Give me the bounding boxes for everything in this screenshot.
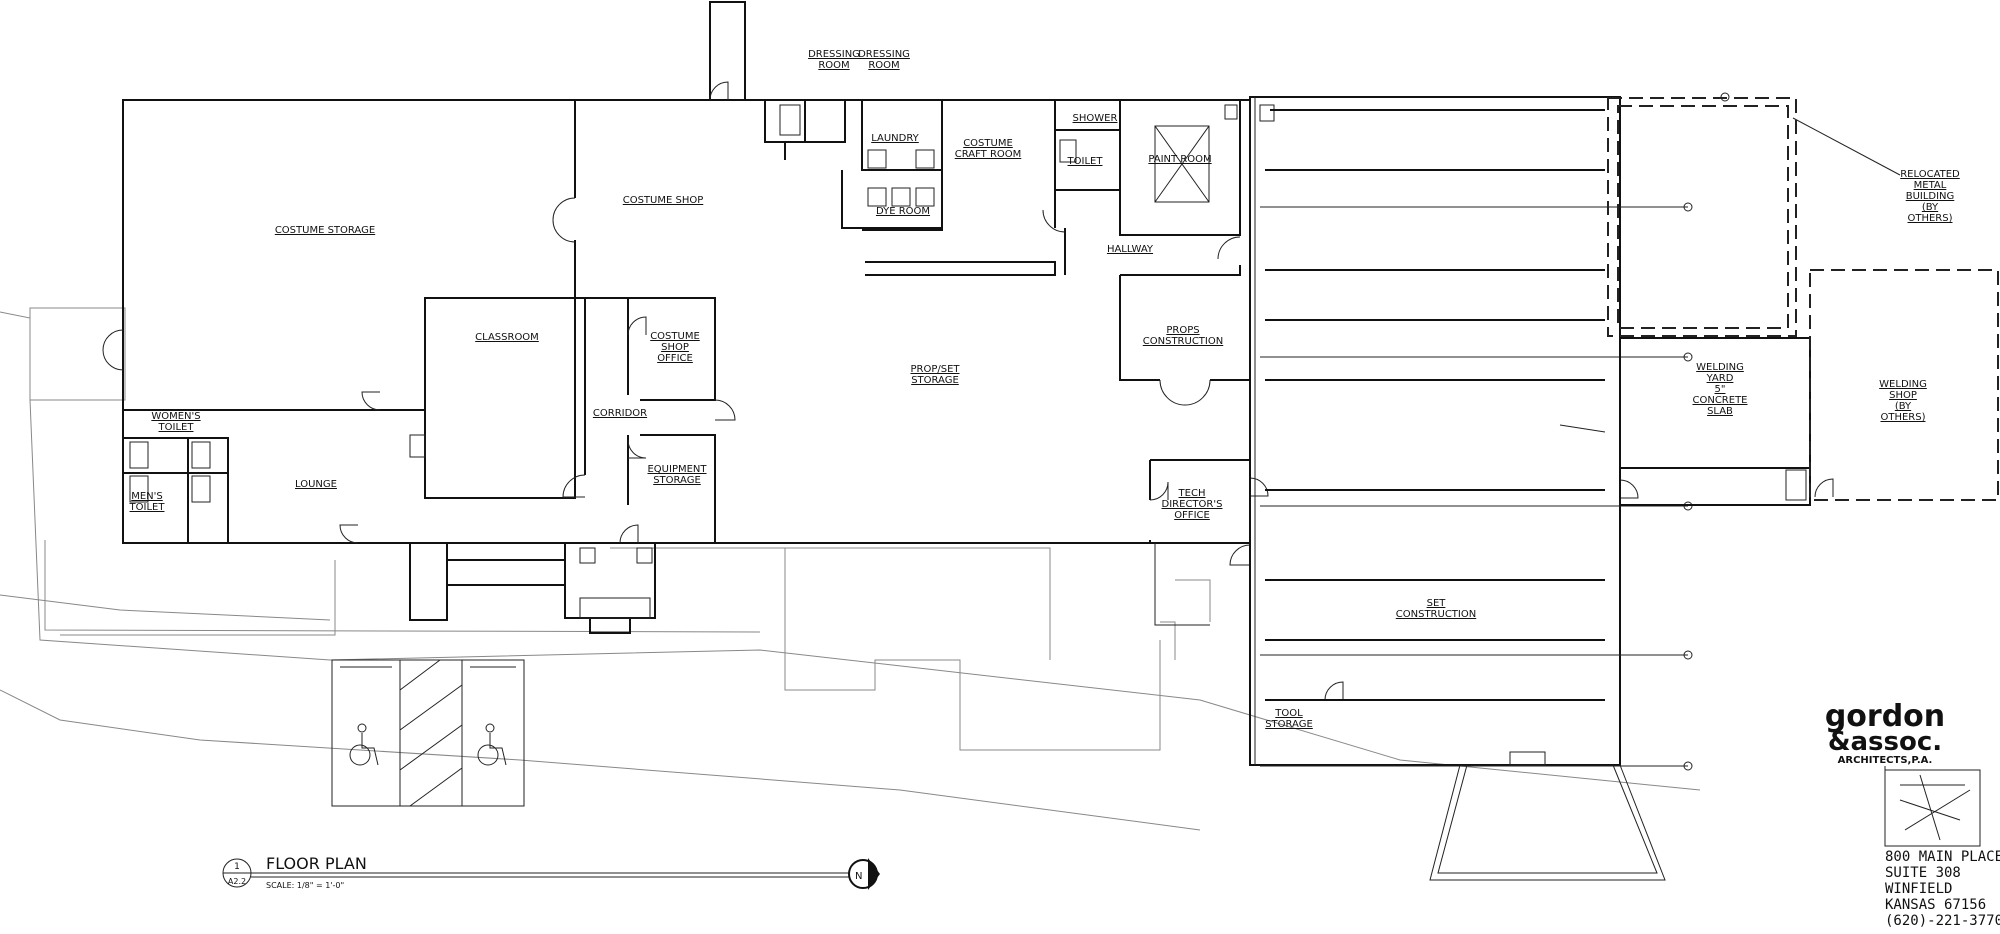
label-lounge: LOUNGE [295,479,337,490]
parking-stalls [331,659,525,807]
door-swings [102,81,1834,701]
label-toilet: TOILET [1067,156,1104,167]
sheet-number: A2.2 [228,877,246,886]
fixtures [129,104,1275,503]
north-arrow-icon: N [848,858,880,890]
label-corridor: CORRIDOR [593,408,647,419]
svg-text:N: N [855,871,862,882]
label-costume-shop: COSTUME SHOP [623,195,704,206]
annex-buildings [1607,97,1999,506]
accessible-parking-icon-1 [349,723,379,766]
label-laundry: LAUNDRY [871,133,919,144]
grid-lines [1260,92,1730,771]
firm-name-1: gordon [1825,699,1945,734]
address-line-2: SUITE 308 [1885,865,1961,881]
label-costume-storage: COSTUME STORAGE [275,225,375,236]
accessible-parking-icon-2 [477,723,507,766]
address-line-4: KANSAS 67156 [1885,897,1986,913]
firm-seal-icon [1884,769,1981,847]
label-shower: SHOWER [1073,113,1118,124]
site-lines [0,307,1701,831]
label-dye-room: DYE ROOM [876,206,930,217]
drawing-title-block: 1 A2.2 FLOOR PLAN SCALE: 1/8" = 1'-0" N [222,854,880,890]
address-line-5: (620)-221-3770 [1885,913,2000,929]
address-line-3: WINFIELD [1885,881,1952,897]
drawing-scale: SCALE: 1/8" = 1'-0" [266,881,344,890]
firm-logo: gordon &assoc. ARCHITECTS,P.A. 800 MAIN … [1825,699,2000,929]
detail-number: 1 [234,862,240,872]
drawing-title: FLOOR PLAN [266,854,367,873]
firm-name-3: ARCHITECTS,P.A. [1838,755,1933,766]
label-hallway: HALLWAY [1107,244,1154,255]
set-construction-bay [1249,96,1666,881]
label-paint-room: PAINT ROOM [1148,154,1211,165]
firm-name-2: &assoc. [1828,727,1942,757]
label-classroom: CLASSROOM [475,332,539,343]
address-line-1: 800 MAIN PLACE [1885,849,2000,865]
building-walls [122,1,1251,634]
